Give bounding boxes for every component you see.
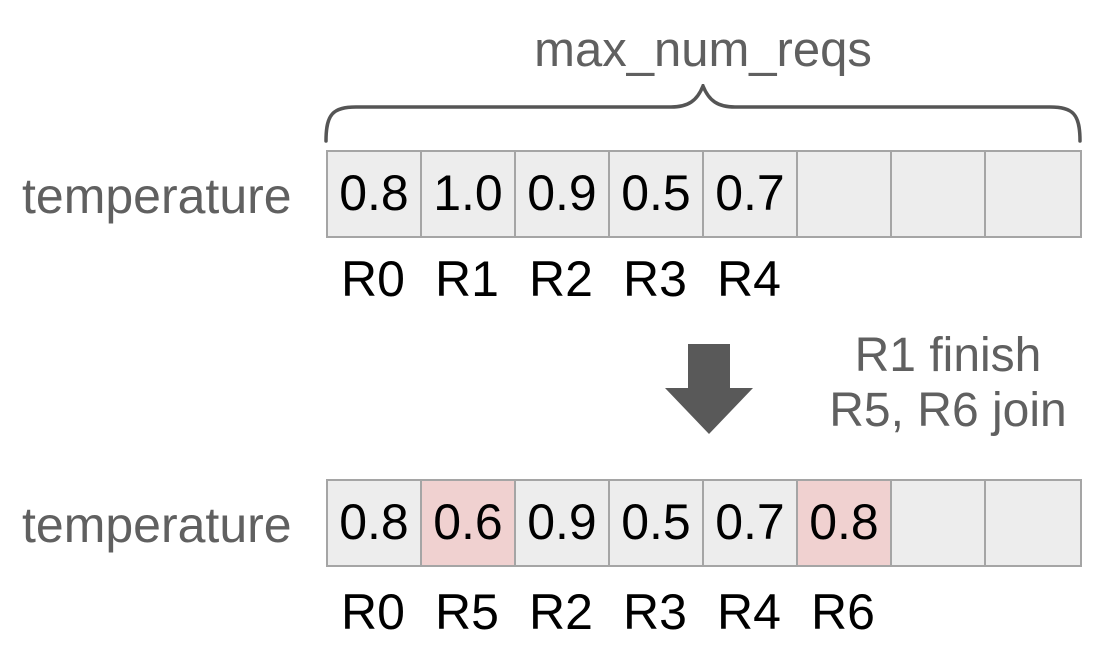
request-label: R4: [717, 251, 781, 307]
transition-annotation-line2: R5, R6 join: [829, 384, 1067, 437]
table-cell: 0.7: [704, 152, 798, 236]
transition-annotation-line1: R1 finish: [854, 329, 1042, 382]
table-cell-highlighted: 0.6: [422, 481, 516, 565]
request-label: R3: [623, 251, 687, 307]
table-cell: 1.0: [422, 152, 516, 236]
table-cell: 0.9: [516, 152, 610, 236]
request-label: R2: [529, 251, 593, 307]
request-label: R1: [435, 251, 499, 307]
table-cell-highlighted: 0.8: [798, 481, 892, 565]
request-label: R5: [435, 584, 499, 640]
request-label: R2: [529, 584, 593, 640]
batch-array-before: 0.8 1.0 0.9 0.5 0.7: [326, 150, 1082, 238]
table-cell: 0.8: [328, 152, 422, 236]
temperature-row-label-before: temperature: [22, 168, 292, 224]
table-cell: [798, 152, 892, 236]
table-cell: 0.5: [610, 152, 704, 236]
table-cell: 0.7: [704, 481, 798, 565]
table-cell: 0.9: [516, 481, 610, 565]
table-cell: [986, 152, 1080, 236]
temperature-row-label-after: temperature: [22, 497, 292, 553]
table-cell: 0.8: [328, 481, 422, 565]
curly-brace-icon: [324, 84, 1082, 143]
request-label: R0: [341, 584, 405, 640]
request-label: R6: [811, 584, 875, 640]
request-label: R0: [341, 251, 405, 307]
table-cell: [892, 481, 986, 565]
table-cell: [986, 481, 1080, 565]
table-cell: 0.5: [610, 481, 704, 565]
batch-array-after: 0.8 0.6 0.9 0.5 0.7 0.8: [326, 479, 1082, 567]
table-cell: [892, 152, 986, 236]
request-label: R4: [717, 584, 781, 640]
max-num-reqs-label: max_num_reqs: [534, 23, 872, 77]
request-label: R3: [623, 584, 687, 640]
transition-annotation: R1 finish R5, R6 join: [828, 328, 1068, 438]
down-arrow-icon: [665, 344, 753, 434]
